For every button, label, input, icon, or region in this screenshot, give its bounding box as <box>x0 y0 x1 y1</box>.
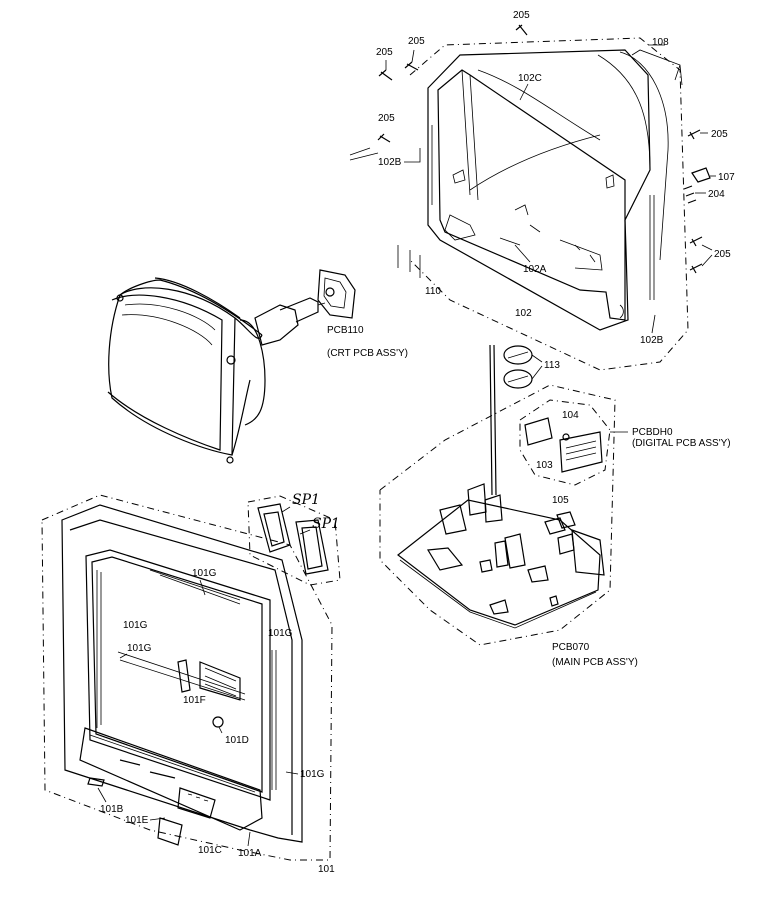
label-101G-a: 101G <box>192 568 217 579</box>
label-110: 110 <box>425 286 441 297</box>
screw-205-b: 205 <box>404 36 425 71</box>
label-205-d: 205 <box>711 129 728 140</box>
label-103: 103 <box>536 460 553 471</box>
label-205-top: 205 <box>513 10 530 21</box>
screw-205-a: 205 <box>376 47 393 81</box>
front-cabinet-101 <box>41 494 333 861</box>
screw-205-c: 205 <box>377 113 395 143</box>
label-108: 108 <box>652 37 669 48</box>
label-113: 113 <box>544 360 560 371</box>
label-101C: 101C <box>198 845 222 856</box>
label-101D: 101D <box>225 735 249 746</box>
label-204: 204 <box>708 189 725 200</box>
main-pcb-070 <box>379 344 616 646</box>
pcb110-description: (CRT PCB ASS'Y) <box>327 348 408 359</box>
label-102A: 102A <box>523 264 547 275</box>
label-101F: 101F <box>183 695 206 706</box>
crt-pcb-110: PCB110 (CRT PCB ASS'Y) <box>317 269 408 359</box>
screw-205-d: 205 <box>687 129 728 140</box>
pcbdh0-label: PCBDH0 <box>632 427 673 438</box>
pcbdh0-description: (DIGITAL PCB ASS'Y) <box>632 438 731 449</box>
pcb110-label: PCB110 <box>327 325 364 336</box>
part-108: 108 <box>631 37 683 86</box>
part-107-204: 107 204 <box>683 167 735 204</box>
speakers-sp1: SP1 SP1 <box>247 492 341 586</box>
part-110: 110 <box>397 245 441 297</box>
label-102B-left: 102B <box>378 157 402 168</box>
screw-205-top: 205 <box>513 10 530 36</box>
label-102: 102 <box>515 308 532 319</box>
digital-pcb-dh0: 104 103 PCBDH0 (DIGITAL PCB ASS'Y) <box>519 399 731 486</box>
label-102B-right: 102B <box>640 335 664 346</box>
label-101G-c: 101G <box>127 643 152 654</box>
crt-picture-tube <box>107 277 326 464</box>
screw-205-e: 205 <box>689 236 731 274</box>
label-101G-d: 101G <box>268 628 293 639</box>
part-102B-left: 102B <box>349 147 421 168</box>
label-107: 107 <box>718 172 735 183</box>
label-sp1-b: SP1 <box>312 516 340 532</box>
label-101E: 101E <box>125 815 149 826</box>
label-205-a: 205 <box>376 47 393 58</box>
label-101G-b: 101G <box>123 620 148 631</box>
back-cabinet-102 <box>409 37 689 371</box>
label-205-c: 205 <box>378 113 395 124</box>
label-102C: 102C <box>518 73 542 84</box>
label-101B: 101B <box>100 804 124 815</box>
part-113-lenses: 113 <box>503 345 560 389</box>
label-101G-e: 101G <box>300 769 325 780</box>
label-101: 101 <box>318 864 335 875</box>
label-sp1-a: SP1 <box>292 492 320 508</box>
label-104: 104 <box>562 410 579 421</box>
label-101A: 101A <box>238 848 262 859</box>
label-205-b: 205 <box>408 36 425 47</box>
part-105: 105 <box>552 495 576 529</box>
pcb070-label: PCB070 <box>552 642 590 653</box>
pcb070-description: (MAIN PCB ASS'Y) <box>552 657 638 668</box>
label-205-e: 205 <box>714 249 731 260</box>
label-105: 105 <box>552 495 569 506</box>
